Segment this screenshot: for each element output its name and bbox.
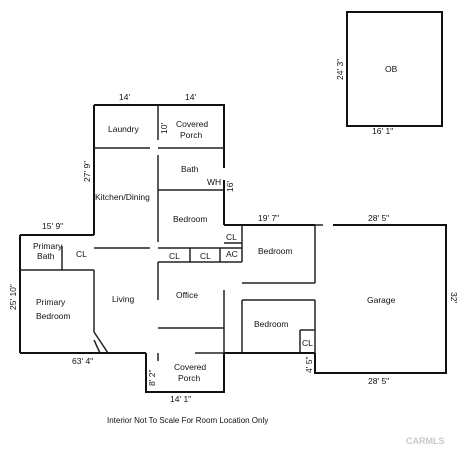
room-labels: Laundry Covered Porch Bath WH Kitchen/Di…	[33, 119, 396, 383]
outbuilding-walls	[346, 11, 443, 127]
porch-depth-dim: 10'	[159, 123, 169, 134]
office-label: Office	[176, 290, 198, 300]
cl-primary-label: CL	[76, 249, 87, 259]
garage-height-dim: 32'	[449, 292, 459, 303]
house-walls	[19, 104, 316, 354]
covered-porch-bottom-label-1: Covered	[174, 362, 206, 372]
kitchen-height-dim: 27' 9"	[82, 161, 92, 182]
total-width-dim: 63' 4"	[72, 356, 93, 366]
ob-width-dim: 16' 1"	[372, 126, 393, 136]
outbuilding-label: OB	[385, 64, 398, 74]
garage-label: Garage	[367, 295, 396, 305]
living-label: Living	[112, 294, 134, 304]
bedroom-right-upper-label: Bedroom	[258, 246, 293, 256]
cl-mid-label: CL	[200, 251, 211, 261]
bed-right-width-dim: 19' 7"	[258, 213, 279, 223]
bath-16-dim: 16'	[225, 181, 235, 192]
cl-depth-dim: 4' 5"	[304, 357, 314, 373]
dimension-labels: 14' 14' 10' 27' 9" 16' 15' 9" 19' 7" 28'…	[8, 92, 459, 404]
bottom-porch-width-dim: 14' 1"	[170, 394, 191, 404]
primary-bath-label-2: Bath	[37, 251, 55, 261]
bath-label: Bath	[181, 164, 199, 174]
wh-label: WH	[207, 177, 221, 187]
covered-porch-top-label-1: Covered	[176, 119, 208, 129]
primary-bath-label-1: Primary	[33, 241, 63, 251]
cl-left-label: CL	[169, 251, 180, 261]
primary-width-dim: 15' 9"	[42, 221, 63, 231]
garage-bottom-width-dim: 28' 5"	[368, 376, 389, 386]
cl-lower-right-label: CL	[302, 338, 313, 348]
cl-upper-label: CL	[226, 232, 237, 242]
ac-label: AC	[226, 249, 238, 259]
watermark-logo: CARMLS	[406, 436, 445, 446]
bedroom-center-label: Bedroom	[173, 214, 208, 224]
primary-bedroom-label-2: Bedroom	[36, 311, 71, 321]
top-width-2-dim: 14'	[185, 92, 196, 102]
kitchen-dining-label: Kitchen/Dining	[95, 192, 150, 202]
garage-walls	[314, 224, 447, 374]
left-height-dim: 25' 10"	[8, 284, 18, 310]
top-width-1-dim: 14'	[119, 92, 130, 102]
bottom-porch-walls	[145, 352, 225, 393]
bottom-porch-depth-dim: 8' 2"	[147, 370, 157, 386]
bedroom-right-lower-label: Bedroom	[254, 319, 289, 329]
outbuilding: OB 24' 3" 16' 1"	[335, 11, 443, 136]
plan-note: Interior Not To Scale For Room Location …	[107, 416, 268, 425]
ob-height-dim: 24' 3"	[335, 59, 345, 80]
laundry-label: Laundry	[108, 124, 139, 134]
covered-porch-top-label-2: Porch	[180, 130, 202, 140]
garage-top-width-dim: 28' 5"	[368, 213, 389, 223]
primary-bedroom-label-1: Primary	[36, 297, 66, 307]
covered-porch-bottom-label-2: Porch	[178, 373, 200, 383]
